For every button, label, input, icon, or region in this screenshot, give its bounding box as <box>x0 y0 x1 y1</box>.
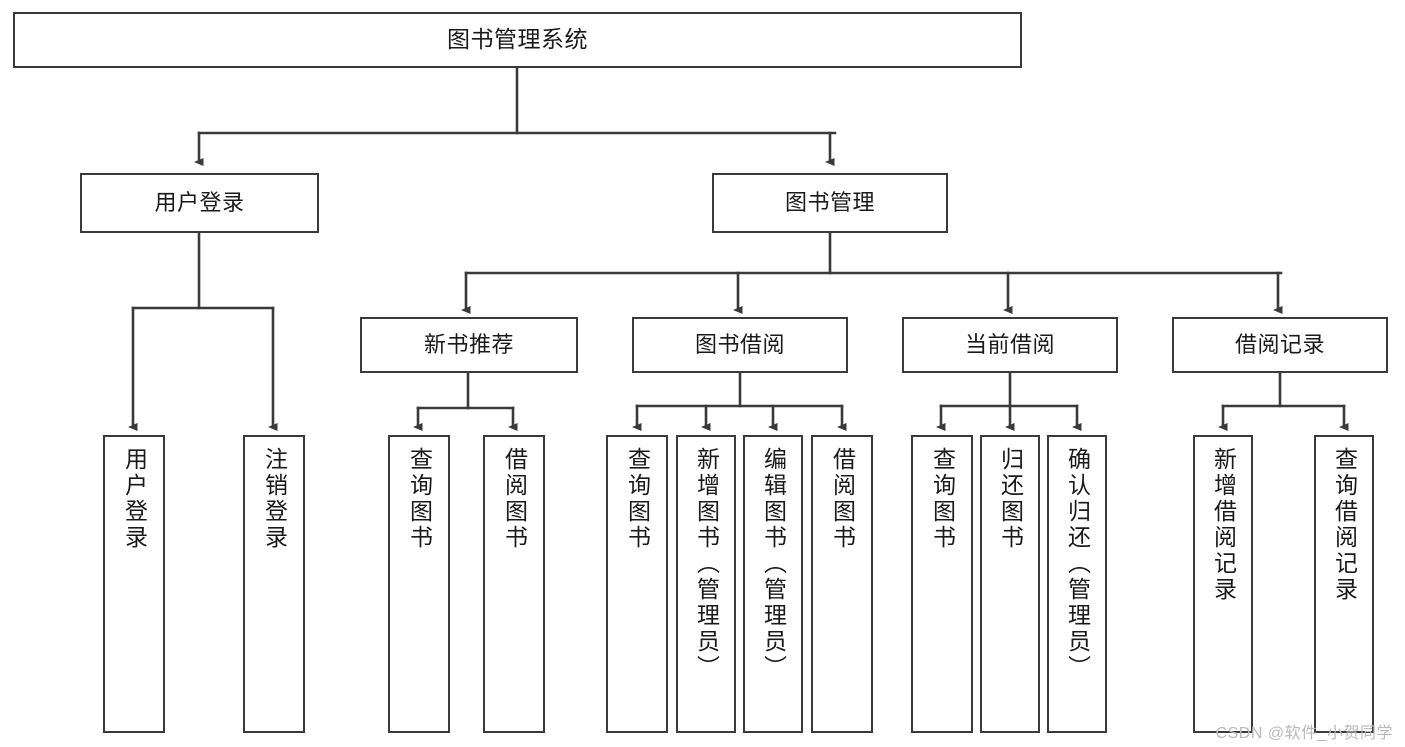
node-new-book-recommend[interactable]: 新书推荐 <box>360 317 578 373</box>
leaf-edit-book[interactable]: 编辑图书（管理员） <box>743 435 803 733</box>
node-label: 用户登录 <box>121 447 148 551</box>
leaf-add-borrow-record[interactable]: 新增借阅记录 <box>1193 435 1253 733</box>
node-borrow-record[interactable]: 借阅记录 <box>1172 317 1388 373</box>
node-label: 编辑图书（管理员） <box>760 447 787 681</box>
node-label: 图书管理 <box>784 190 875 216</box>
node-label: 借阅图书 <box>501 447 528 551</box>
node-label: 注销登录 <box>261 447 288 551</box>
node-label: 借阅记录 <box>1234 332 1325 358</box>
node-label: 确认归还（管理员） <box>1064 447 1091 681</box>
node-label: 新增图书（管理员） <box>693 447 720 681</box>
leaf-query-book-current[interactable]: 查询图书 <box>911 435 973 733</box>
node-label: 当前借阅 <box>964 332 1055 358</box>
leaf-confirm-return[interactable]: 确认归还（管理员） <box>1047 435 1107 733</box>
node-label: 用户登录 <box>154 190 245 216</box>
node-root-system[interactable]: 图书管理系统 <box>13 12 1022 68</box>
leaf-query-book-recommend[interactable]: 查询图书 <box>388 435 450 733</box>
node-label: 查询借阅记录 <box>1331 447 1358 603</box>
node-label: 查询图书 <box>406 447 433 551</box>
node-current-borrow[interactable]: 当前借阅 <box>902 317 1118 373</box>
node-label: 新增借阅记录 <box>1210 447 1237 603</box>
node-label: 新书推荐 <box>423 332 514 358</box>
node-book-borrow[interactable]: 图书借阅 <box>632 317 848 373</box>
leaf-borrow-book-borrow[interactable]: 借阅图书 <box>811 435 873 733</box>
node-label: 归还图书 <box>997 447 1024 551</box>
node-label: 查询图书 <box>929 447 956 551</box>
node-label: 图书管理系统 <box>447 26 588 53</box>
node-user-login[interactable]: 用户登录 <box>80 173 319 233</box>
node-label: 借阅图书 <box>829 447 856 551</box>
node-label: 图书借阅 <box>694 332 785 358</box>
leaf-return-book[interactable]: 归还图书 <box>980 435 1040 733</box>
leaf-logout-login[interactable]: 注销登录 <box>243 435 305 733</box>
leaf-query-book-borrow[interactable]: 查询图书 <box>606 435 668 733</box>
watermark-text: CSDN @软件_小贺同学 <box>1215 725 1393 742</box>
leaf-user-login[interactable]: 用户登录 <box>103 435 165 733</box>
leaf-add-book[interactable]: 新增图书（管理员） <box>676 435 736 733</box>
leaf-query-borrow-record[interactable]: 查询借阅记录 <box>1314 435 1374 733</box>
leaf-borrow-book-recommend[interactable]: 借阅图书 <box>483 435 545 733</box>
node-label: 查询图书 <box>624 447 651 551</box>
node-book-manage[interactable]: 图书管理 <box>712 173 948 233</box>
